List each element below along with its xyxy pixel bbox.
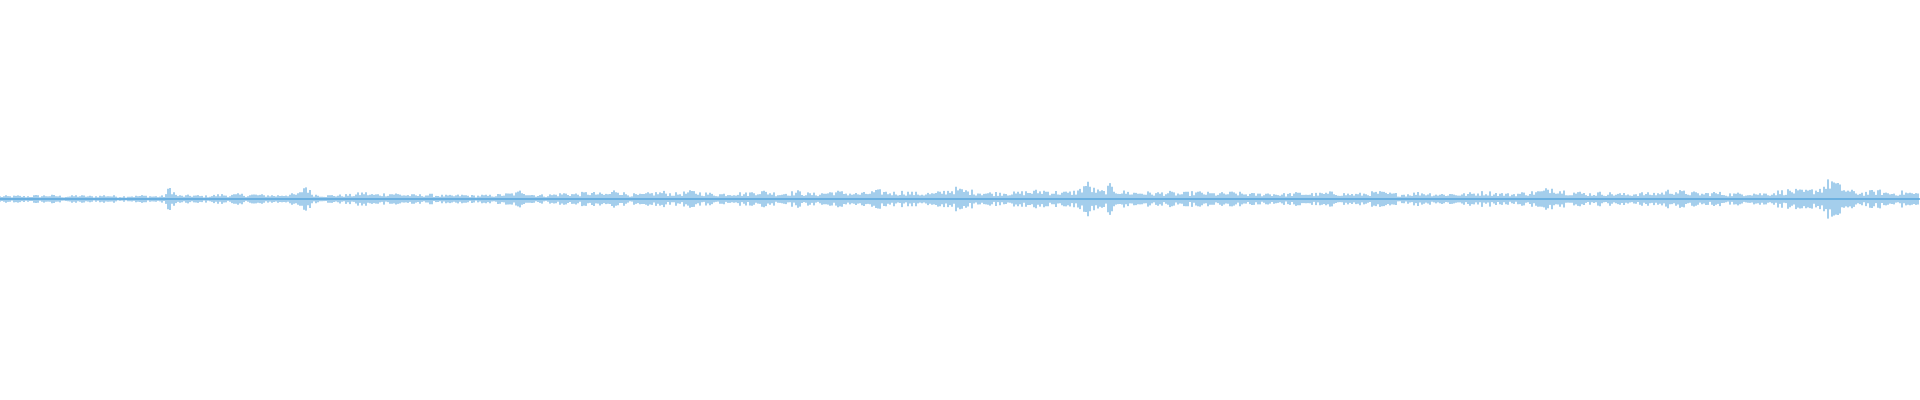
waveform-samples	[0, 179, 1919, 219]
waveform-bars	[0, 179, 1920, 219]
